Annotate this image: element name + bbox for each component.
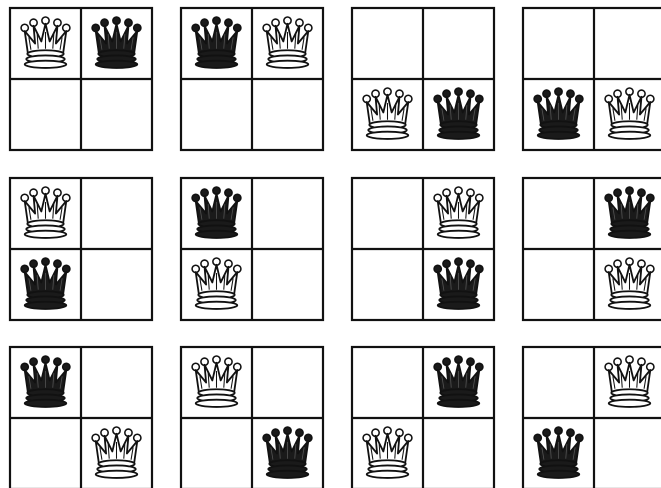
board-9 — [10, 347, 152, 488]
board-3 — [352, 8, 494, 150]
board-11 — [352, 347, 494, 488]
board-12 — [523, 347, 661, 488]
board-7 — [352, 178, 494, 320]
board-10 — [181, 347, 323, 488]
board-8 — [523, 178, 661, 320]
board-5 — [10, 178, 152, 320]
board-2 — [181, 8, 323, 150]
board-1 — [10, 8, 152, 150]
board-4 — [523, 8, 661, 150]
board-6 — [181, 178, 323, 320]
